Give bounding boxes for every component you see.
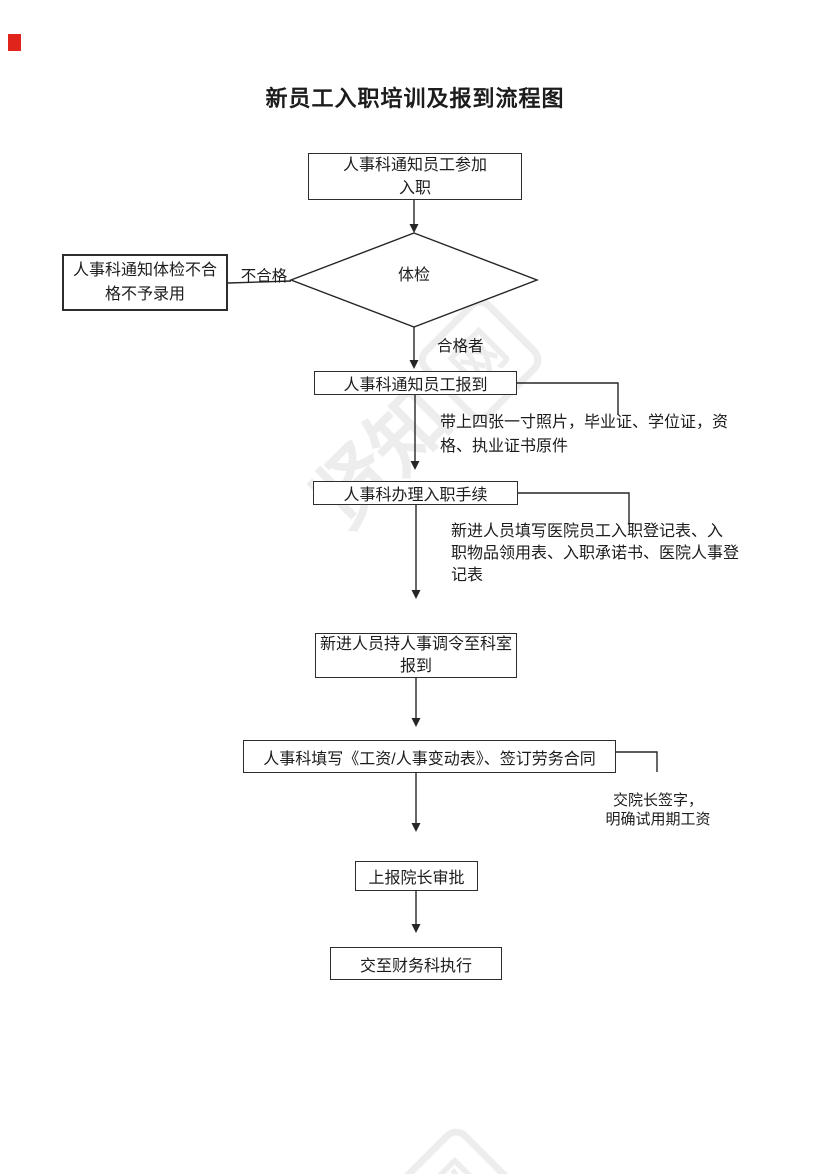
edge-label-fail: 不合格 [240, 268, 288, 285]
node-notify-join: 人事科通知员工参加 入职 [308, 153, 522, 200]
arrow-heads [409, 224, 421, 933]
edge-label-pass: 合格者 [437, 338, 484, 355]
node-approval: 上报院长审批 [355, 861, 478, 891]
page-title: 新员工入职培训及报到流程图 [265, 86, 565, 111]
red-corner-mark [8, 34, 21, 51]
node-report-to-dept: 新进人员持人事调令至科室 报到 [315, 633, 517, 678]
node-salary-form: 人事科填写《工资/人事变动表》、签订劳务合同 [243, 740, 616, 773]
elbow-report-note [517, 382, 619, 415]
line-fail [227, 280, 292, 284]
node-finance: 交至财务科执行 [330, 947, 502, 980]
node-onboarding-procedure: 人事科办理入职手续 [313, 481, 518, 505]
annotation-onboarding-forms: 新进人员填写医院员工入职登记表、入 职物品领用表、入职承诺书、医院人事登 记表 [451, 523, 740, 584]
elbow-procedure-note [518, 492, 630, 525]
node-reject: 人事科通知体检不合 格不予录用 [62, 254, 228, 311]
node-notify-report: 人事科通知员工报到 [314, 371, 517, 395]
node-exam-label: 体检 [397, 267, 430, 284]
annotation-salary-note: 交院长签字， 明确试用期工资 [605, 792, 711, 828]
annotation-report-documents: 带上四张一寸照片，毕业证、学位证，资 格、执业证书原件 [440, 414, 729, 455]
elbow-salary-note [616, 751, 658, 772]
